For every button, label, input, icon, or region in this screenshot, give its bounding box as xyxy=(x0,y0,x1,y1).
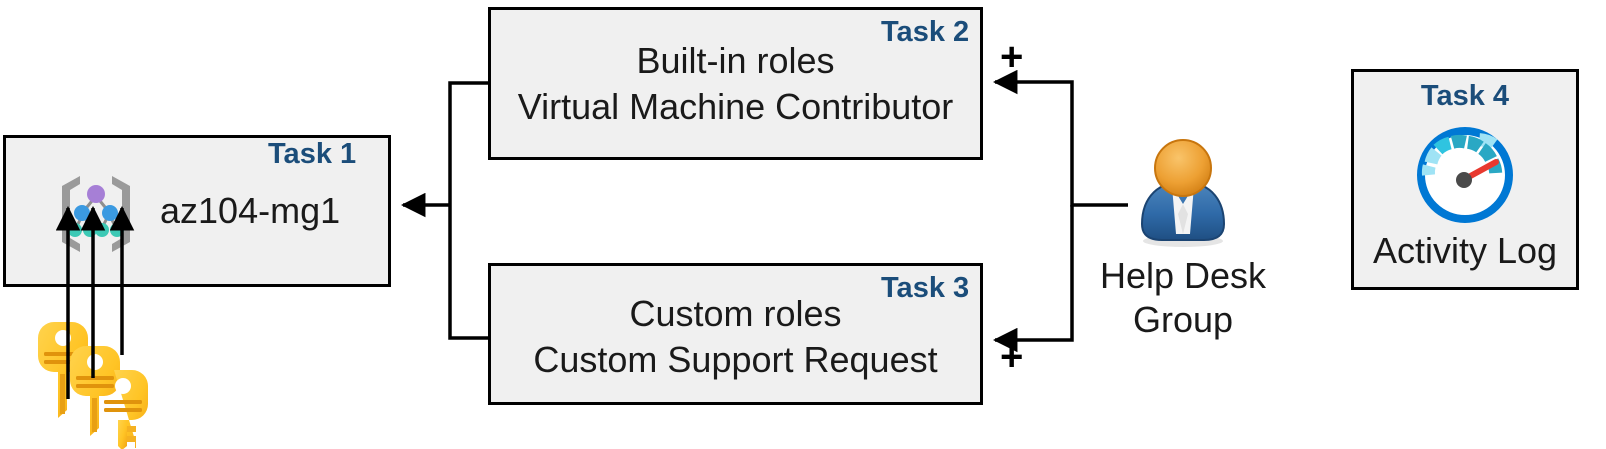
plus-sign-top: + xyxy=(1000,35,1024,79)
task-2-box[interactable] xyxy=(488,7,983,160)
task-1-label: az104-mg1 xyxy=(160,190,341,231)
keys-icon xyxy=(32,308,162,449)
activity-log-gauge-icon xyxy=(1405,126,1525,224)
task-1-tag: Task 1 xyxy=(268,138,357,170)
task-3-tag: Task 3 xyxy=(881,272,970,304)
task-2-line-1: Built-in roles xyxy=(636,40,835,81)
task-3-line-1: Custom roles xyxy=(629,293,842,334)
task-2-tag: Task 2 xyxy=(881,16,970,48)
task-3-box[interactable] xyxy=(488,263,983,405)
help-desk-group-line-1: Help Desk xyxy=(1099,255,1267,296)
help-desk-group-line-2: Group xyxy=(1132,299,1234,340)
management-group-icon xyxy=(50,168,142,260)
task-3-line-2: Custom Support Request xyxy=(533,339,938,380)
task-2-line-2: Virtual Machine Contributor xyxy=(517,86,954,127)
task-4-tag: Task 4 xyxy=(1420,80,1510,112)
user-group-icon xyxy=(1128,138,1238,250)
plus-sign-bottom: + xyxy=(1000,335,1024,379)
task-4-label: Activity Log xyxy=(1372,230,1558,271)
